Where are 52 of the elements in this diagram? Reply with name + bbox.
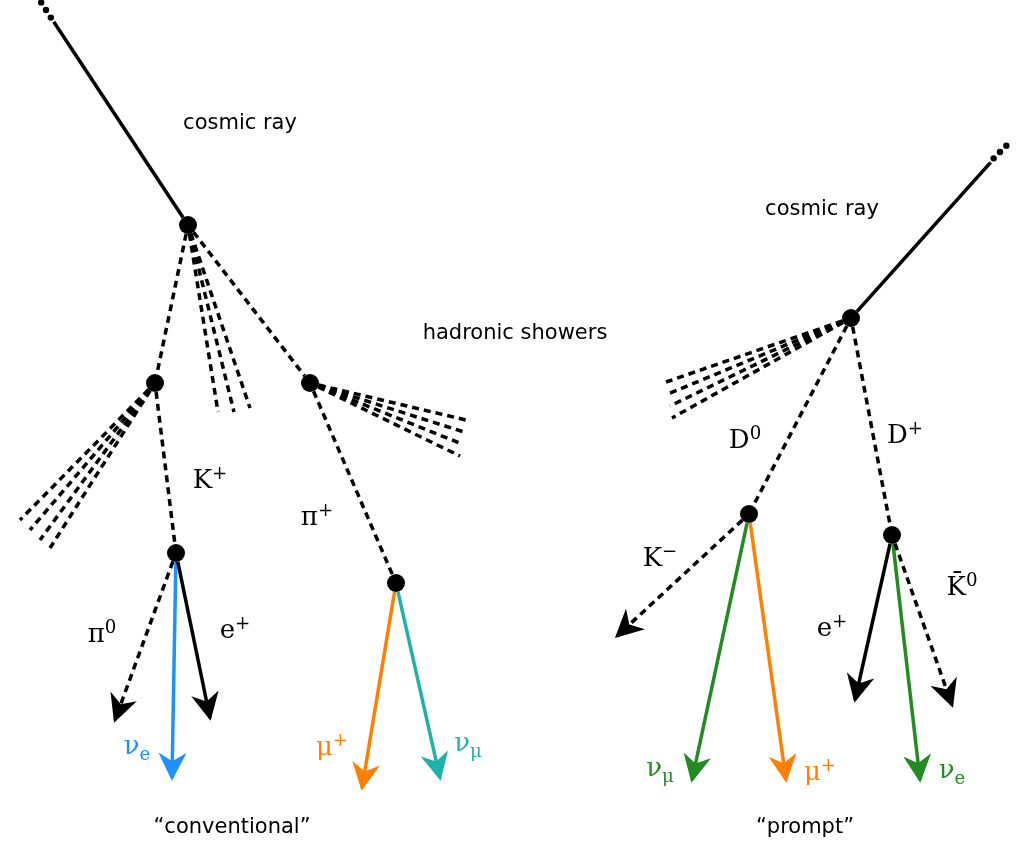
arrow	[352, 591, 397, 791]
vertex-dot	[146, 374, 164, 392]
annotation-text: hadronic showers	[422, 320, 608, 344]
arrow	[396, 591, 449, 781]
particle-label: π$^{0}$	[87, 617, 117, 647]
annotation-text: cosmic ray	[765, 196, 879, 220]
arrow	[893, 542, 957, 708]
annotation-text: cosmic ray	[183, 110, 297, 134]
continuation-dots	[990, 142, 1010, 162]
dashed-line	[192, 231, 306, 377]
particle-label: D$^{0}$	[728, 423, 762, 453]
line	[52, 20, 185, 219]
arrow	[891, 543, 932, 783]
dashed-line	[188, 233, 236, 413]
arrow	[614, 518, 744, 638]
arrow	[748, 522, 797, 783]
arrow	[846, 543, 892, 703]
particle-label: K$^{+}$	[192, 463, 228, 493]
vertex-dot	[842, 309, 860, 327]
particle-label: μ$^{+}$	[315, 730, 349, 760]
dashed-line	[154, 391, 177, 545]
dashed-line	[318, 383, 467, 422]
particle-label: K̄$^{0}$	[946, 570, 978, 600]
dashed-line	[187, 233, 220, 413]
vertex-dot	[740, 505, 758, 523]
caption-text: “prompt”	[755, 814, 855, 838]
line	[855, 161, 992, 313]
dashed-line	[665, 319, 844, 384]
dashed-line	[189, 232, 252, 409]
particle-label: K$^{−}$	[642, 541, 678, 571]
arrow	[683, 522, 749, 783]
particle-label: ν$_{e}$	[123, 732, 151, 764]
arrow	[158, 561, 187, 781]
vertex-dot	[387, 574, 405, 592]
continuation-dots	[38, 0, 54, 21]
particle-label: D$^{+}$	[886, 418, 924, 448]
arrow	[110, 560, 175, 723]
particle-label: ν$_{μ}$	[646, 754, 674, 786]
dashed-line	[311, 390, 395, 576]
vertex-dot	[179, 216, 197, 234]
particle-label: ν$_{e}$	[938, 756, 966, 788]
arrow	[176, 561, 219, 721]
vertex-dot	[167, 544, 185, 562]
particle-label: ν$_{μ}$	[454, 729, 482, 761]
caption-text: “conventional”	[153, 814, 311, 838]
particle-label: π$^{+}$	[300, 500, 334, 530]
vertex-dot	[301, 374, 319, 392]
particle-label: e$^{+}$	[219, 613, 251, 643]
particle-label: e$^{+}$	[816, 611, 848, 641]
dashed-line	[317, 385, 461, 458]
particle-label: μ$^{+}$	[803, 755, 837, 785]
vertex-dot	[883, 526, 901, 544]
